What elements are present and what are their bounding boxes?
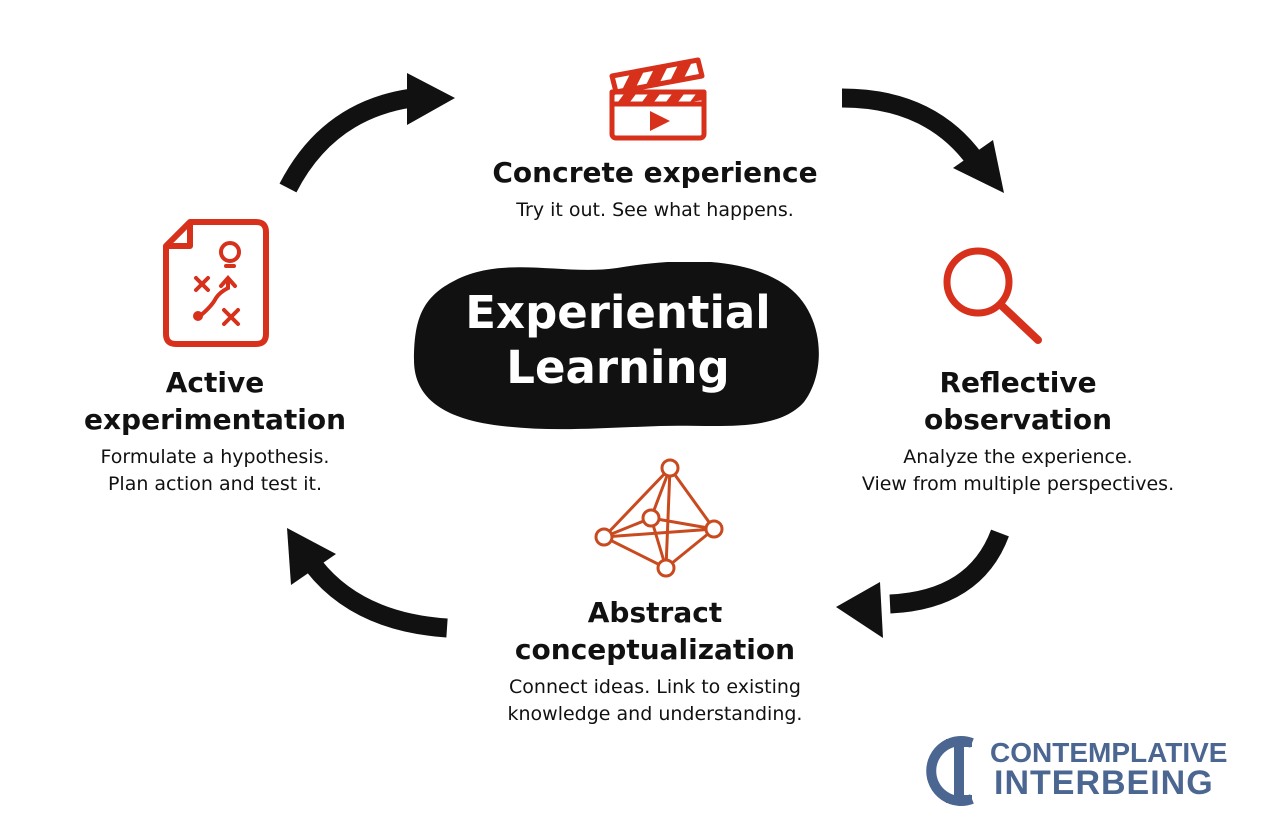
logo-text: CONTEMPLATIVE INTERBEING bbox=[990, 737, 1228, 802]
arrow-concrete-to-reflective bbox=[841, 88, 983, 166]
network-pyramid-icon bbox=[594, 458, 724, 578]
stage-reflective-observation: Reflective observation Analyze the exper… bbox=[818, 364, 1218, 498]
logo-line1: CONTEMPLATIVE bbox=[990, 737, 1228, 768]
stage-abstract-conceptualization: Abstract conceptualization Connect ideas… bbox=[455, 594, 855, 728]
arrow-active-to-concrete bbox=[279, 88, 414, 193]
stage-concrete-experience: Concrete experience Try it out. See what… bbox=[440, 154, 870, 224]
film-clapperboard-icon bbox=[609, 57, 707, 141]
arrowhead-concrete bbox=[407, 73, 455, 125]
arrow-abstract-to-active bbox=[306, 559, 448, 638]
center-title: Experiential Learning bbox=[412, 285, 824, 395]
stage-title: Reflective observation bbox=[923, 366, 1113, 436]
stage-title: Concrete experience bbox=[492, 156, 818, 189]
center-blob bbox=[414, 262, 819, 430]
arrowhead-active bbox=[287, 528, 336, 585]
stage-description: Connect ideas. Link to existing knowledg… bbox=[507, 676, 803, 725]
stage-description: Formulate a hypothesis. Plan action and … bbox=[100, 446, 330, 495]
contemplative-interbeing-logo-mark bbox=[926, 736, 974, 806]
stage-description: Analyze the experience. View from multip… bbox=[861, 446, 1175, 495]
magnifying-glass-icon bbox=[943, 247, 1042, 344]
stage-title: Active experimentation bbox=[83, 366, 347, 436]
stage-active-experimentation: Active experimentation Formulate a hypot… bbox=[55, 364, 375, 498]
stage-title: Abstract conceptualization bbox=[514, 596, 796, 666]
center-title-line2: Learning bbox=[506, 341, 730, 394]
logo-line2: INTERBEING bbox=[994, 764, 1214, 802]
center-title-line1: Experiential bbox=[465, 286, 771, 339]
arrow-reflective-to-abstract bbox=[889, 529, 1009, 614]
strategy-document-icon bbox=[163, 219, 269, 347]
arrowhead-abstract bbox=[836, 582, 883, 638]
stage-description: Try it out. See what happens. bbox=[516, 199, 794, 221]
arrowhead-reflective bbox=[953, 140, 1004, 193]
